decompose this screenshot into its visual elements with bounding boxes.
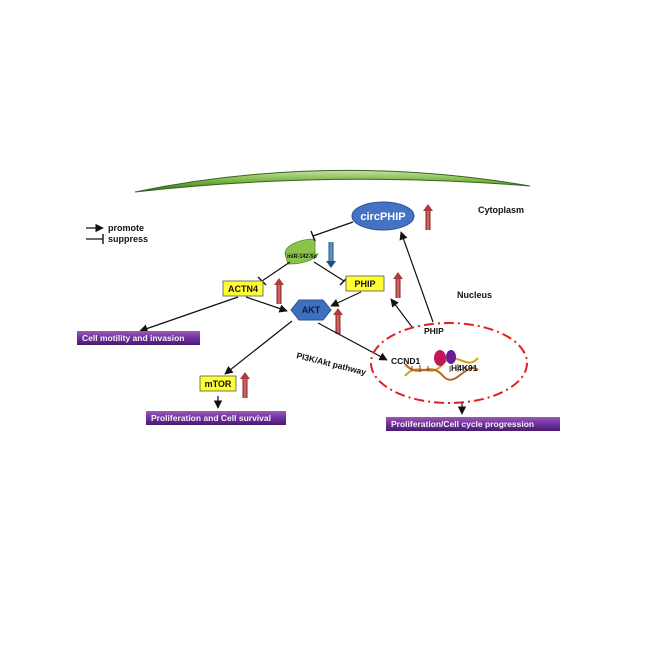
akt-up-arrow-icon: [333, 308, 343, 334]
actn4-to-motility-arrow: [139, 296, 239, 333]
akt-label: AKT: [302, 305, 321, 315]
survival-outcome-label: Proliferation and Cell survival: [151, 413, 271, 423]
mir-node-lower: [284, 253, 319, 265]
phip-nuclear-node: [434, 350, 446, 366]
ccnd1-label: CCND1: [391, 356, 421, 366]
circphip-suppress-bar: [310, 230, 316, 242]
akt-to-nucleus-arrow: [317, 322, 388, 361]
legend: promote suppress: [86, 223, 148, 244]
h4k91-label: H4K91: [451, 363, 478, 373]
circphip-node: [351, 201, 415, 231]
phip-to-akt-arrow: [330, 291, 362, 307]
mir-down-arrow-icon: [326, 242, 336, 268]
nucleus-boundary: [370, 322, 528, 404]
survival-outcome-box: [146, 411, 286, 425]
circphip-label: circPHIP: [360, 211, 405, 223]
cell-membrane: [134, 169, 531, 193]
motility-outcome-box: [77, 331, 200, 345]
phip-label: PHIP: [354, 279, 375, 289]
actn4-to-akt-arrow: [245, 296, 288, 313]
cytoplasm-label: Cytoplasm: [478, 205, 524, 215]
nucleus-to-circphip-arrow: [399, 231, 434, 323]
suppress-label: suppress: [108, 234, 148, 244]
nucleus-label: Nucleus: [457, 290, 492, 300]
akt-to-mtor-arrow: [224, 320, 293, 375]
mir-node: [284, 238, 316, 255]
actn4-up-arrow-icon: [274, 278, 284, 304]
phip-box: [345, 275, 385, 292]
h4k91-node: [446, 350, 456, 364]
mtor-up-arrow-icon: [240, 372, 250, 398]
mir-suppress-actn4: [261, 261, 291, 282]
pathway-label: PI3K/Akt pathway: [296, 350, 368, 377]
promote-label: promote: [108, 223, 144, 233]
actn4-label: ACTN4: [228, 284, 258, 294]
mir-suppress-phip: [313, 261, 345, 282]
actn4-box: [222, 280, 264, 297]
circphip-up-arrow-icon: [423, 204, 433, 230]
nucleus-to-phip-arrow: [390, 298, 413, 328]
mtor-label: mTOR: [205, 379, 232, 389]
mtor-box: [199, 375, 237, 392]
phip-up-arrow-icon: [393, 272, 403, 298]
akt-node: [290, 299, 332, 321]
cycle-outcome-label: Proliferation/Cell cycle progression: [391, 419, 534, 429]
motility-outcome-label: Cell motility and invasion: [82, 333, 185, 343]
phip-nuclear-label: PHIP: [424, 326, 444, 336]
cycle-outcome-box: [386, 417, 560, 431]
mir-label: miR-142-5p: [287, 254, 317, 260]
circphip-suppress-mir: [312, 221, 354, 237]
